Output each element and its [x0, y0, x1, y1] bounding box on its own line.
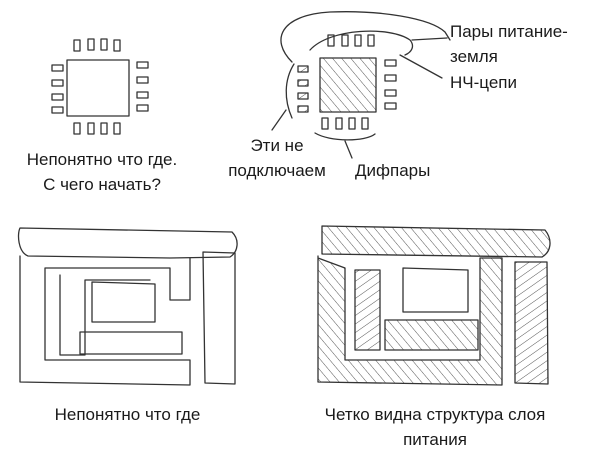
plane-left-u	[19, 255, 191, 386]
plane-left-u-hatched	[317, 255, 503, 386]
plane-inner-square	[402, 267, 469, 313]
plane-inner-block	[91, 281, 156, 323]
diff-leader	[344, 140, 353, 159]
diff-bracket	[314, 132, 376, 141]
lf-nets-label: НЧ-цепи	[450, 73, 517, 92]
top-left-caption-line2: С чего начать?	[43, 175, 161, 194]
plane-bottom-strip	[79, 331, 183, 355]
chip-pins-bottom	[73, 122, 121, 135]
plane-unhatched	[17, 227, 238, 386]
plane-top-bar-hatched	[321, 225, 551, 258]
top-left-caption: Непонятно что где. С чего начать?	[16, 147, 188, 197]
plane-right-column	[202, 251, 236, 385]
nc-label: Эти не подключаем	[222, 133, 332, 183]
bottom-right-caption-line1: Четко видна структура слоя	[324, 405, 546, 424]
diff-pairs-label: Дифпары	[355, 161, 431, 180]
power-pairs-label: Пары питание- земля	[450, 19, 568, 69]
chip-body-hatched	[319, 57, 377, 113]
lf-pins-right	[384, 59, 397, 110]
power-leader	[411, 37, 448, 41]
nc-label-line2: подключаем	[228, 161, 326, 180]
chip-pins-right	[136, 61, 149, 112]
top-left-caption-line1: Непонятно что где.	[26, 150, 178, 169]
chip-pins-top	[73, 38, 121, 52]
lf-leader	[399, 54, 443, 79]
power-pairs-label-line2: земля	[450, 47, 498, 66]
nc-leader	[271, 109, 287, 131]
plane-top-bar	[17, 227, 238, 259]
bottom-right-caption-line2: питания	[403, 430, 467, 449]
plane-bottom-strip-hatched	[384, 319, 479, 351]
plane-inner-u	[59, 274, 151, 356]
plane-inner-block-hatched	[354, 269, 381, 351]
chip-pins-left	[51, 64, 64, 114]
chip-body	[66, 59, 130, 117]
chip-annotated	[271, 11, 451, 159]
diff-pins-bottom	[321, 117, 369, 130]
chip-unlabeled	[51, 38, 149, 135]
bottom-left-caption: Непонятно что где	[54, 405, 201, 424]
nc-pins-left	[297, 65, 309, 113]
power-pairs-label-line1: Пары питание-	[450, 22, 568, 41]
power-pins-top	[327, 34, 375, 47]
plane-hatched	[317, 225, 551, 386]
plane-right-column-hatched	[514, 261, 549, 385]
bottom-right-caption: Четко видна структура слоя питания	[300, 402, 570, 452]
nc-label-line1: Эти не	[250, 136, 304, 155]
nc-bracket	[285, 63, 295, 119]
power-pairs-outline	[280, 11, 451, 63]
power-pairs-inner-curve	[309, 30, 414, 56]
